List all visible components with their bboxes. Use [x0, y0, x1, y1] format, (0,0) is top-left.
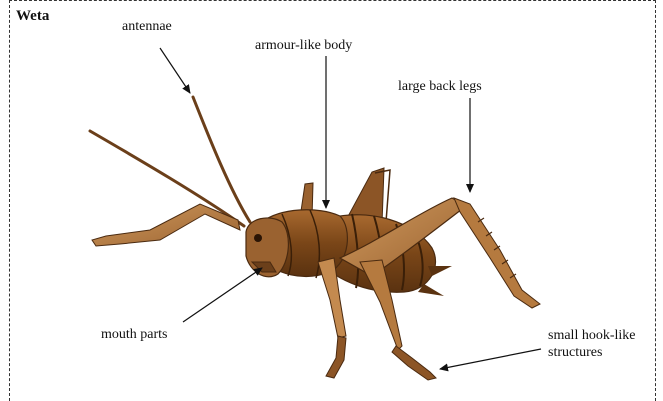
arrow-antennae — [160, 48, 190, 93]
arrow-hook-structures — [440, 349, 541, 369]
antennae-shape — [90, 97, 250, 226]
arrow-mouth-parts — [183, 268, 262, 322]
head — [246, 218, 288, 277]
